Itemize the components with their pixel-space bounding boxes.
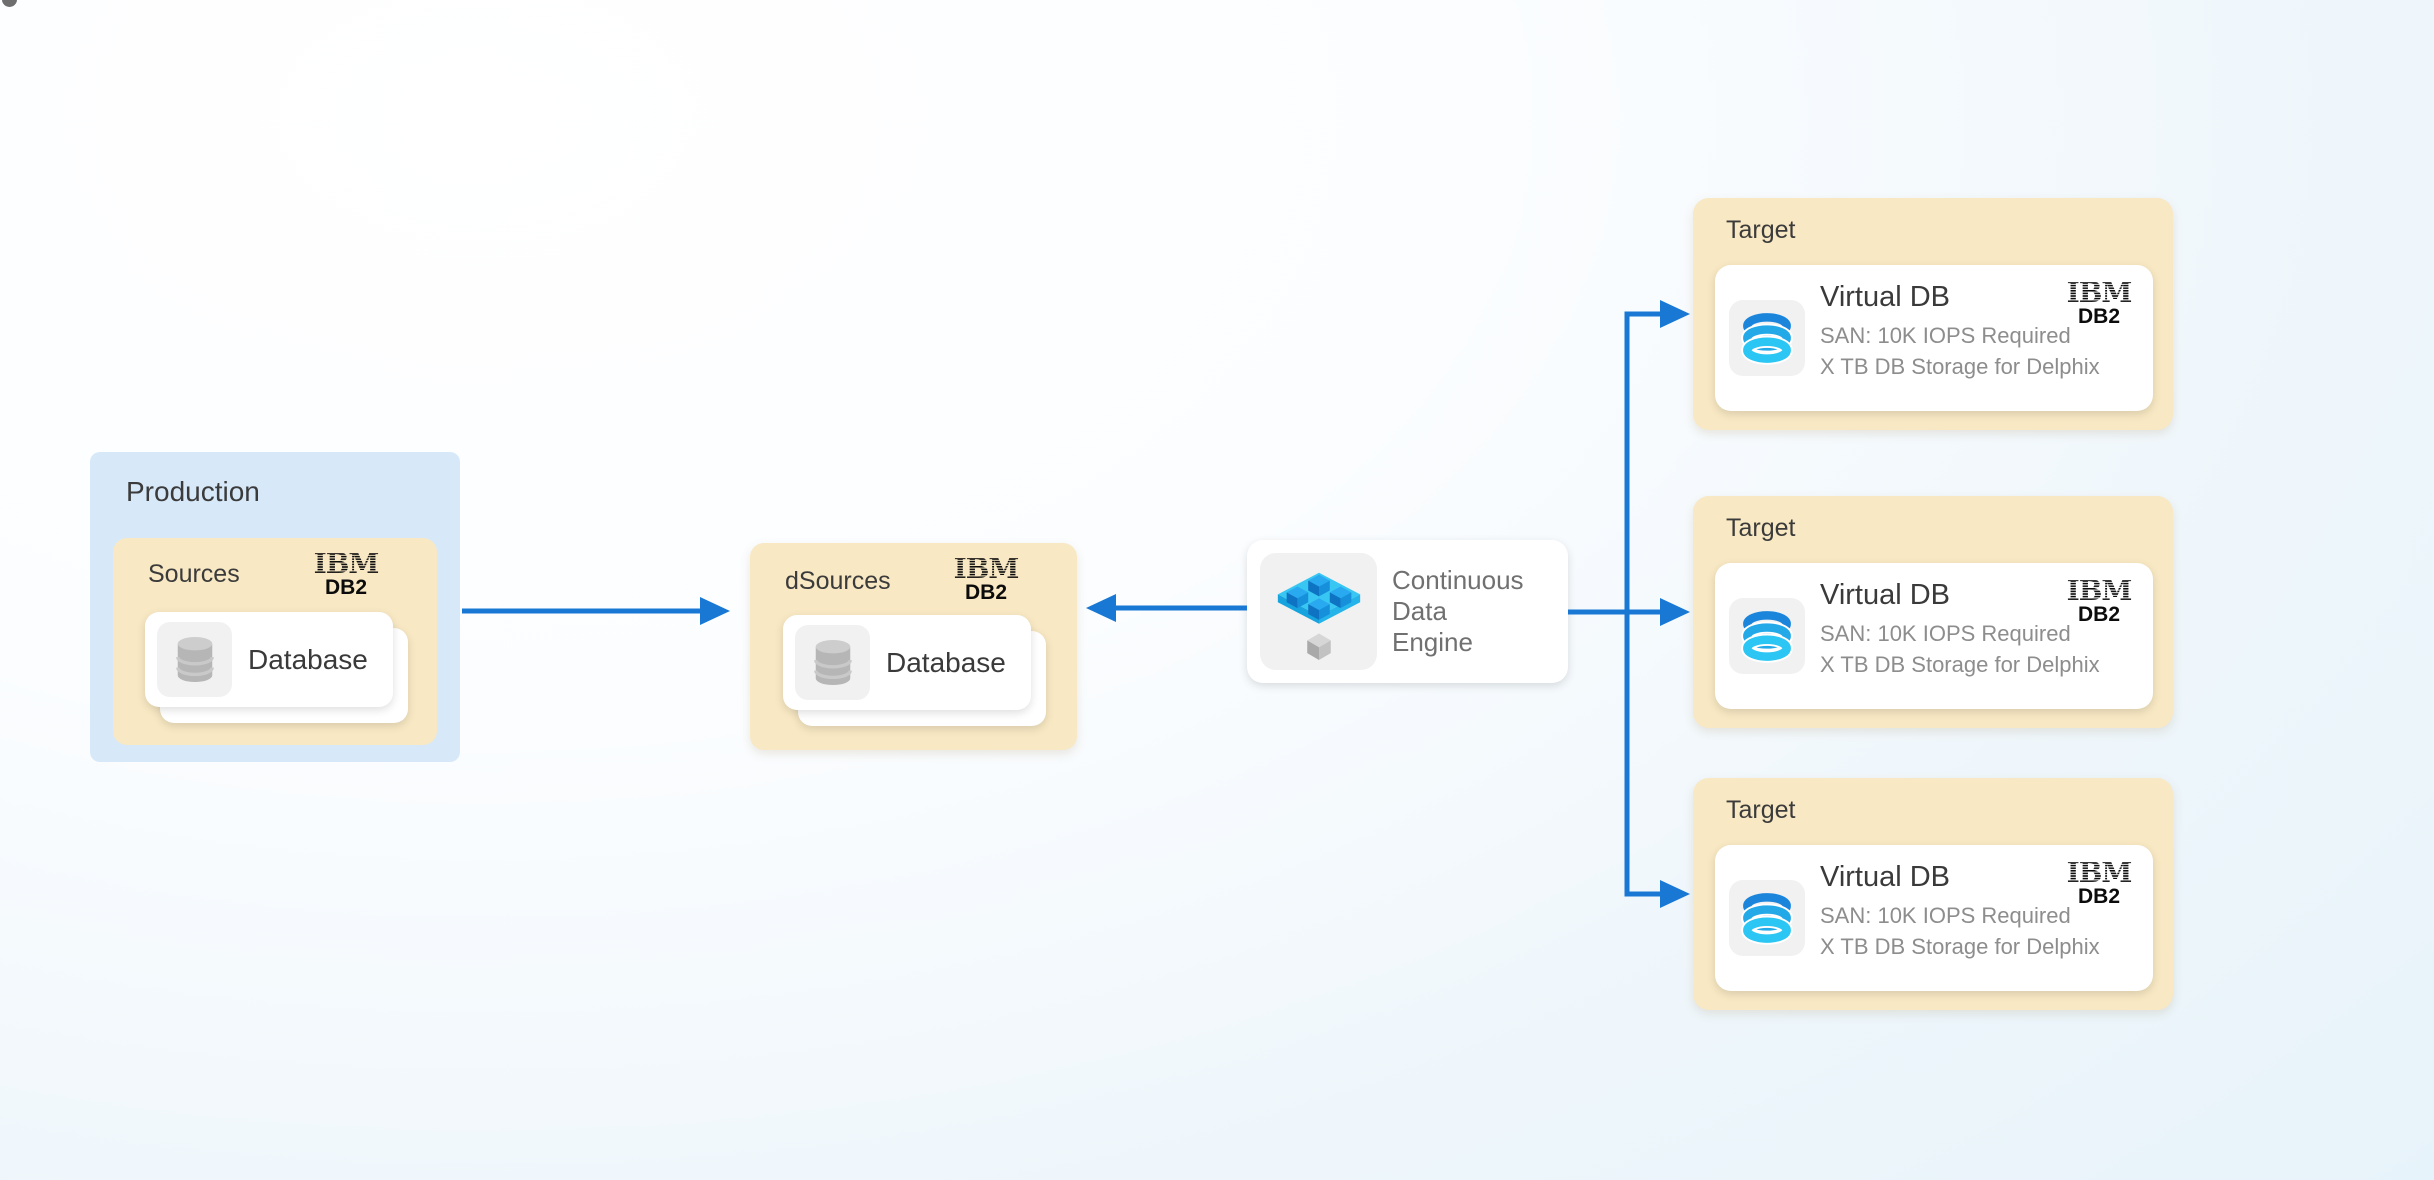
virtual-db-icon-tile (1729, 598, 1805, 674)
virtual-db-icon (1741, 313, 1793, 365)
arrow-engine-to-dsources (1086, 594, 1247, 622)
db2-wordmark: DB2 (2078, 885, 2120, 908)
engine-label-line: Continuous (1392, 565, 1524, 595)
arrow-production-to-dsources (462, 597, 730, 625)
ibm-db2-logo: IBM DB2 (954, 553, 1020, 604)
dsource-database-card-stack: Database (783, 615, 1046, 726)
virtual-db-storage-line: X TB DB Storage for Delphix (1820, 354, 2100, 379)
engine-cubes (1286, 574, 1351, 620)
virtual-db-icon-tile (1729, 880, 1805, 956)
virtual-db-card: Virtual DB SAN: 10K IOPS Required X TB D… (1715, 563, 2153, 709)
engine-label-line: Engine (1392, 627, 1473, 657)
ibm-db2-logo: IBM DB2 (2067, 575, 2133, 626)
virtual-db-card: Virtual DB SAN: 10K IOPS Required X TB D… (1715, 265, 2153, 411)
db2-wordmark: DB2 (325, 576, 367, 599)
database-card-label: Database (248, 643, 368, 675)
target-panel-2: Target Virtual DB SAN: 10K IOPS Required… (1693, 496, 2173, 728)
engine-gray-cube (1306, 633, 1331, 660)
db2-wordmark: DB2 (2078, 603, 2120, 626)
virtual-db-icon (1741, 893, 1793, 945)
arrow-engine-to-targets (1568, 300, 1690, 908)
continuous-data-engine-card: Continuous Data Engine (1247, 540, 1568, 683)
virtual-db-icon (1741, 611, 1793, 663)
virtual-db-title: Virtual DB (1820, 579, 1951, 611)
engine-label-line: Data (1392, 596, 1447, 626)
virtual-db-title: Virtual DB (1820, 281, 1951, 313)
virtual-db-san-line: SAN: 10K IOPS Required (1820, 903, 2071, 928)
target-label: Target (1726, 796, 1796, 824)
db2-wordmark: DB2 (965, 581, 1007, 604)
ibm-db2-logo: IBM DB2 (2067, 857, 2133, 908)
ibm-db2-logo: IBM DB2 (314, 548, 380, 599)
ibm-wordmark: IBM (2067, 575, 2132, 607)
ibm-wordmark: IBM (954, 553, 1019, 585)
engine-icon-tile (1260, 553, 1377, 670)
target-label: Target (1726, 514, 1796, 542)
database-icon (175, 636, 214, 682)
corner-dot-decoration (2, 0, 17, 7)
ibm-wordmark: IBM (2067, 277, 2132, 309)
virtual-db-storage-line: X TB DB Storage for Delphix (1820, 652, 2100, 677)
virtual-db-san-line: SAN: 10K IOPS Required (1820, 621, 2071, 646)
virtual-db-title: Virtual DB (1820, 861, 1951, 893)
dsources-label: dSources (785, 567, 891, 595)
virtual-db-card: Virtual DB SAN: 10K IOPS Required X TB D… (1715, 845, 2153, 991)
engine-label: Continuous Data Engine (1392, 565, 1524, 658)
source-database-card-stack: Database (145, 612, 408, 723)
target-panel-3: Target Virtual DB SAN: 10K IOPS Required… (1693, 778, 2173, 1010)
production-panel: Production Sources IBM DB2 (90, 452, 460, 762)
sources-label: Sources (148, 560, 240, 588)
continuous-data-engine-icon (1277, 572, 1360, 660)
database-icon-tile (157, 622, 232, 697)
virtual-db-san-line: SAN: 10K IOPS Required (1820, 323, 2071, 348)
db2-wordmark: DB2 (2078, 305, 2120, 328)
ibm-wordmark: IBM (2067, 857, 2132, 889)
ibm-wordmark: IBM (314, 548, 379, 580)
database-icon-tile (795, 625, 870, 700)
target-label: Target (1726, 216, 1796, 244)
ibm-db2-logo: IBM DB2 (2067, 277, 2133, 328)
target-panel-1: Target Virtual DB SAN: 10K IOPS Required… (1693, 198, 2173, 430)
database-card-label: Database (886, 646, 1006, 678)
virtual-db-icon-tile (1729, 300, 1805, 376)
sources-panel: Sources IBM DB2 Database (113, 538, 437, 745)
database-icon (813, 639, 852, 685)
database-card: Database (145, 612, 393, 707)
database-card: Database (783, 615, 1031, 710)
dsources-panel: dSources IBM DB2 Database (750, 543, 1077, 750)
virtual-db-storage-line: X TB DB Storage for Delphix (1820, 934, 2100, 959)
production-title: Production (126, 476, 260, 507)
